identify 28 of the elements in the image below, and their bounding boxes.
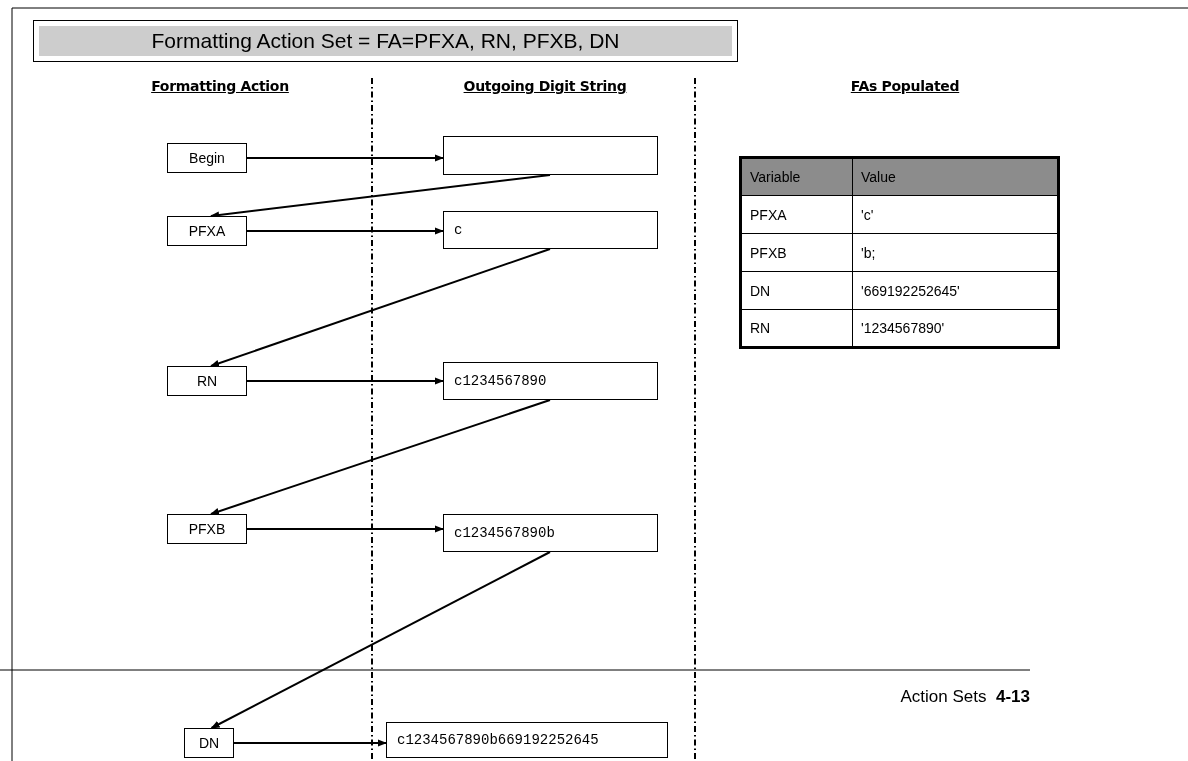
arrow bbox=[210, 248, 551, 367]
table-cell: DN bbox=[740, 271, 853, 310]
empty-box bbox=[443, 136, 658, 175]
arrow bbox=[246, 227, 444, 235]
digit-string-box: c1234567890b669192252645 bbox=[386, 722, 668, 758]
arrow bbox=[246, 525, 444, 533]
digit-string-box: c bbox=[443, 211, 658, 249]
column-heading: FAs Populated bbox=[850, 78, 960, 94]
table-cell: PFXA bbox=[740, 195, 853, 234]
table-cell: PFXB bbox=[740, 233, 853, 272]
digit-string-box: c1234567890b bbox=[443, 514, 658, 552]
action-box: DN bbox=[184, 728, 234, 758]
arrow bbox=[210, 551, 551, 729]
action-box: PFXB bbox=[167, 514, 247, 544]
page-footer: Action Sets 4-13 bbox=[900, 687, 1030, 707]
action-box: RN bbox=[167, 366, 247, 396]
table-header-cell: Value bbox=[852, 157, 1059, 196]
arrow bbox=[246, 154, 444, 162]
action-box: Begin bbox=[167, 143, 247, 173]
title-banner: Formatting Action Set = FA=PFXA, RN, PFXB, DN bbox=[39, 26, 732, 56]
column-heading: Formatting Action bbox=[151, 78, 289, 94]
digit-string-box: c1234567890 bbox=[443, 362, 658, 400]
action-box: PFXA bbox=[167, 216, 247, 246]
table-header-cell: Variable bbox=[740, 157, 853, 196]
arrow bbox=[210, 399, 551, 515]
column-heading: Outgoing Digit String bbox=[463, 78, 627, 94]
arrow bbox=[246, 377, 444, 385]
arrow bbox=[233, 739, 387, 747]
